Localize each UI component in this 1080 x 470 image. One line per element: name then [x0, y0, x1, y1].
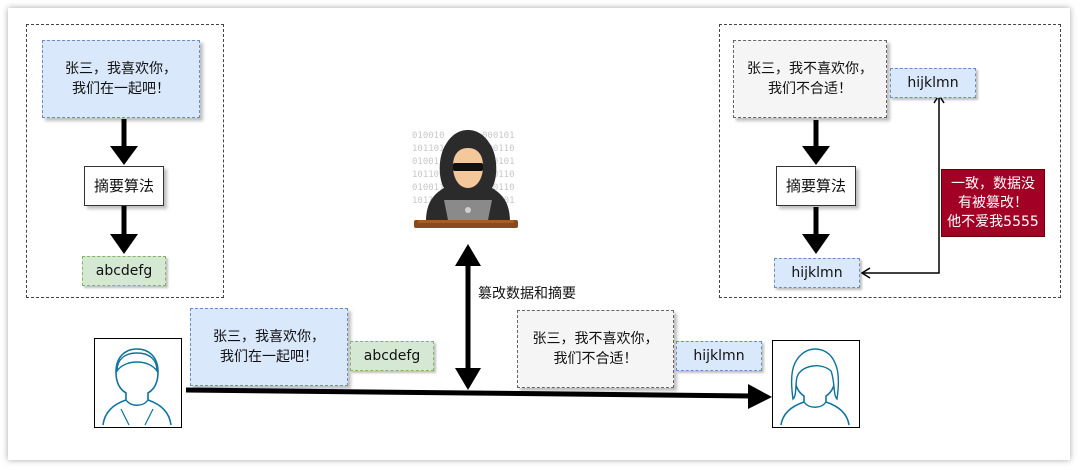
- compare-connector: [863, 96, 940, 274]
- transit-tampered-digest: hijklmn: [676, 341, 762, 371]
- male-user-icon: [102, 348, 172, 426]
- receiver-message: 张三，我不喜欢你， 我们不合适！: [733, 40, 887, 118]
- sender-digest-algorithm: 摘要算法: [84, 166, 164, 206]
- receiver-flow-arrows: [802, 120, 830, 254]
- receiver-computed-digest: hijklmn: [774, 258, 860, 288]
- female-user-icon: [780, 348, 850, 426]
- binary-line: 101101: [412, 196, 445, 206]
- sender-flow-arrows: [110, 119, 138, 254]
- binary-line: 100110: [482, 170, 515, 180]
- sender-avatar: [94, 338, 182, 428]
- binary-line: 000101: [482, 131, 515, 141]
- sender-message: 张三，我喜欢你， 我们在一起吧！: [42, 40, 200, 118]
- transit-original-message: 张三，我喜欢你， 我们在一起吧！: [190, 308, 348, 386]
- binary-line: 000110: [482, 144, 515, 154]
- hacker-illustration: 010010 101101 010011 101100 010011 10110…: [408, 126, 524, 230]
- transit-original-digest: abcdefg: [350, 341, 434, 371]
- binary-line: 010011: [412, 183, 445, 193]
- receiver-avatar: [772, 340, 860, 428]
- binary-line: 010010: [412, 131, 445, 141]
- binary-line: 101100: [412, 170, 445, 180]
- binary-line: 010110: [482, 183, 515, 193]
- binary-line: 101101: [412, 144, 445, 154]
- binary-line: 010011: [412, 157, 445, 167]
- receiver-digest-algorithm: 摘要算法: [776, 166, 856, 206]
- receiver-received-digest: hijklmn: [890, 68, 976, 98]
- binary-code-left: 010010 101101 010011 101100 010011 10110…: [412, 130, 460, 208]
- transit-tampered-message: 张三，我不喜欢你， 我们不合适！: [517, 310, 674, 388]
- hacker-icon: [414, 130, 518, 228]
- verification-verdict: 一致，数据没 有被篡改！ 他不爱我5555: [941, 169, 1045, 237]
- sender-digest: abcdefg: [82, 256, 166, 286]
- attack-label: 篡改数据和摘要: [478, 286, 576, 302]
- binary-line: 110101: [482, 157, 515, 167]
- attack-arrow: [455, 244, 481, 390]
- transmission-arrow: [185, 387, 753, 399]
